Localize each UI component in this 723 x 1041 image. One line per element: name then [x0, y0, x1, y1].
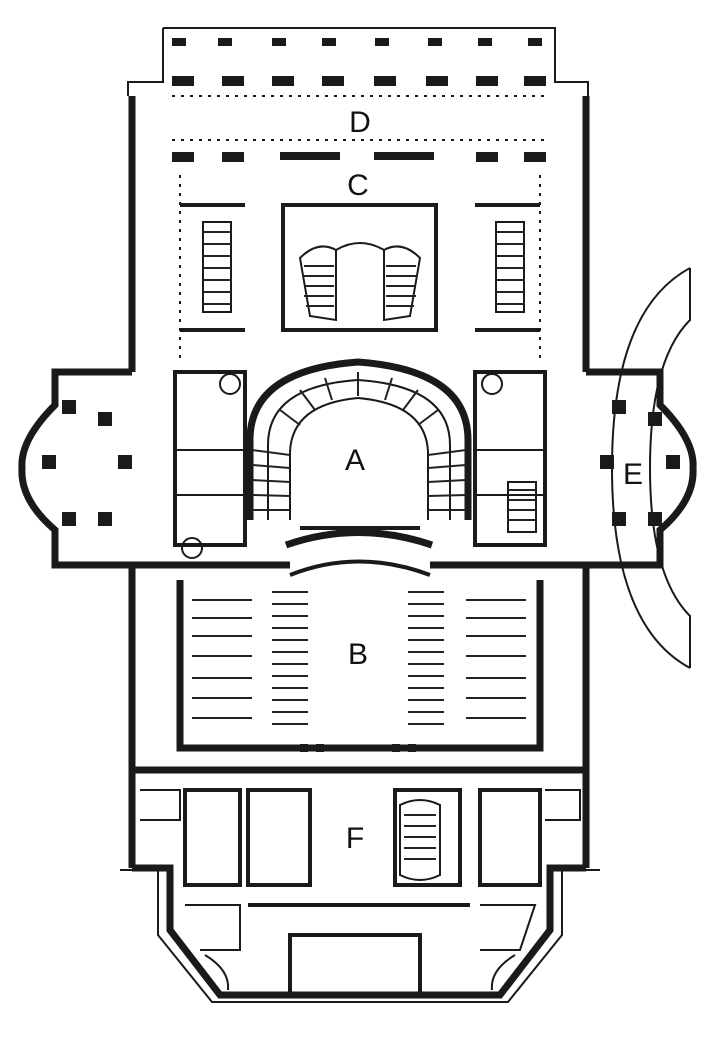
label-d: D [349, 106, 371, 139]
side-pavilions [18, 267, 697, 669]
cross-wall-ab [132, 559, 586, 577]
label-b: B [348, 638, 368, 671]
zone-labels: D C A E B F [345, 106, 643, 855]
colonnade-d [172, 38, 548, 162]
label-f: F [346, 822, 364, 855]
flanking-rooms [173, 370, 547, 559]
zone-b-hall [176, 580, 544, 752]
label-e: E [623, 458, 643, 491]
label-a: A [345, 444, 365, 477]
zone-c [179, 175, 541, 360]
zone-f-rear [132, 766, 586, 997]
label-c: C [347, 169, 369, 202]
zone-a-auditorium [246, 358, 472, 549]
